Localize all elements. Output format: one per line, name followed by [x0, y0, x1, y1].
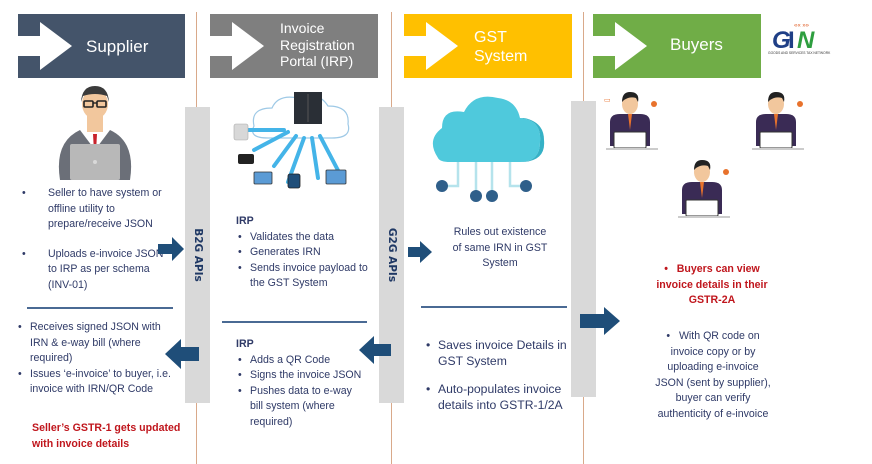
gstn-tagline: GOODS AND SERVICES TAX NETWORK	[768, 51, 831, 55]
irp-upper-heading: IRP	[236, 215, 254, 227]
irp-bullet: Adds a QR Code	[236, 353, 366, 369]
supplier-upper-text: Seller to have system or offline utility…	[20, 186, 170, 293]
irp-bullet: Generates IRN	[236, 245, 376, 261]
gst-title-line: GST	[474, 29, 507, 46]
gst-lower-text: Saves invoice Details in GST System Auto…	[424, 337, 574, 413]
buyer-illustration	[678, 160, 730, 218]
buyers-api-bar	[571, 101, 596, 397]
supplier-bullet: Seller to have system or offline utility…	[20, 186, 170, 233]
irp-bullet: Validates the data	[236, 230, 376, 246]
buyer-illustration	[752, 92, 804, 150]
arrow-right-icon	[408, 241, 432, 263]
supplier-header: Supplier	[18, 14, 185, 78]
arrow-left-icon	[165, 339, 199, 369]
supplier-illustration	[58, 86, 132, 180]
cloud-server-network-icon	[233, 92, 350, 189]
gst-header: GST System	[404, 14, 572, 78]
gst-bullet: Auto-populates invoice details into GSTR…	[424, 381, 574, 413]
bullet-dot: •	[666, 330, 679, 342]
buyers-gstr2a-note: • Buyers can view invoice details in the…	[648, 262, 776, 309]
supplier-bullet: Uploads e-invoice JSON to IRP as per sch…	[20, 247, 170, 294]
irp-lower-text: IRP Adds a QR Code Signs the invoice JSO…	[236, 337, 366, 430]
buyers-header: Buyers	[593, 14, 761, 78]
irp-bullet: Sends invoice payload to the GST System	[236, 261, 376, 292]
irp-title-line: Portal (IRP)	[280, 53, 354, 69]
businessman-laptop-icon	[58, 86, 132, 180]
supplier-bullet: Receives signed JSON with IRN & e-way bi…	[16, 320, 176, 367]
svg-text:«« »»: «« »»	[794, 23, 810, 29]
svg-text:G: G	[772, 27, 791, 54]
bullet-dot: •	[664, 263, 677, 275]
gst-title: GST System	[474, 28, 527, 66]
irp-lower-heading: IRP	[236, 338, 254, 350]
irp-bullet: Signs the invoice JSON	[236, 368, 366, 384]
irp-title-line: Registration	[280, 36, 355, 53]
arrow-right-icon	[593, 22, 647, 70]
supplier-title: Supplier	[86, 37, 149, 56]
svg-text:I: I	[788, 27, 795, 54]
b2g-api-label: B2G APIs	[191, 228, 204, 282]
gst-illustration	[432, 96, 545, 202]
g2g-api-label: G2G APIs	[385, 227, 398, 283]
irp-bullet: Pushes data to e-way bill system (where …	[236, 384, 366, 431]
arrow-left-icon	[359, 336, 391, 364]
supplier-bullet: Issues ‘e-invoice’ to buyer, i.e. invoic…	[16, 367, 176, 398]
buyer-at-desk-icon	[752, 92, 804, 150]
svg-text:N: N	[797, 27, 815, 54]
buyer-at-desk-icon	[678, 160, 730, 218]
irp-header: Invoice Registration Portal (IRP)	[210, 14, 378, 78]
svg-text:▭: ▭	[604, 96, 611, 104]
irp-divider	[222, 321, 367, 323]
buyers-verify-content: With QR code on invoice copy or by uploa…	[655, 330, 771, 420]
arrow-right-icon	[404, 22, 458, 70]
buyer-at-desk-icon: ▭	[604, 92, 658, 150]
buyers-highlight-text: Buyers can view invoice details in their…	[656, 263, 768, 306]
gstn-logo-icon: «« »» G I N	[772, 23, 815, 54]
arrow-right-icon	[580, 307, 620, 335]
buyer-illustration: ▭	[604, 92, 658, 150]
gst-divider	[421, 306, 567, 308]
gst-title-line: System	[474, 48, 528, 65]
gstn-logo: «« »» G I N GOODS AND SERVICES TAX NETWO…	[768, 18, 850, 58]
arrow-right-icon	[158, 237, 184, 261]
cloud-connection-icon	[432, 96, 545, 202]
arrow-right-icon	[18, 22, 72, 70]
buyers-verify-text: • With QR code on invoice copy or by upl…	[652, 329, 774, 422]
irp-title: Invoice Registration Portal (IRP)	[280, 20, 355, 70]
supplier-lower-text: Receives signed JSON with IRN & e-way bi…	[16, 320, 176, 398]
irp-upper-text: IRP Validates the data Generates IRN Sen…	[236, 214, 376, 292]
buyers-title: Buyers	[670, 35, 723, 54]
supplier-gstr1-note: Seller’s GSTR-1 gets updated with invoic…	[32, 422, 181, 450]
supplier-divider	[27, 307, 173, 309]
arrow-right-icon	[210, 22, 264, 70]
irp-title-line: Invoice	[280, 20, 325, 36]
gst-upper-text: Rules out existence of same IRN in GST S…	[452, 226, 548, 269]
irp-illustration	[233, 92, 350, 189]
gst-bullet: Saves invoice Details in GST System	[424, 337, 574, 369]
